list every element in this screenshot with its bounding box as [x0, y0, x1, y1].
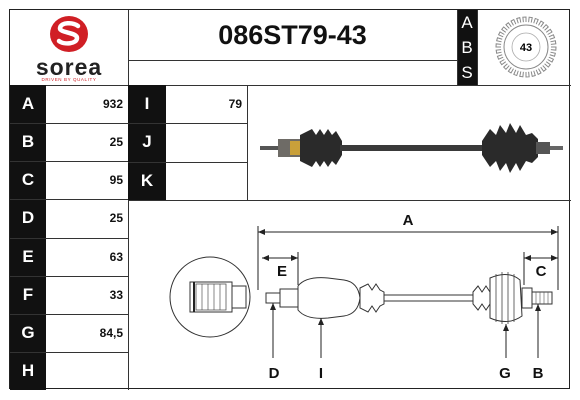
spec-value-f: 33 [109, 287, 123, 302]
abs-indicator: A B S [457, 10, 477, 85]
dimension-diagram: A E C [169, 212, 559, 382]
dim-label-d: D [269, 365, 280, 382]
spec-label-g: G [10, 313, 46, 352]
spec-label-k: K [128, 161, 166, 200]
spec-sheet: sorea DRIVEN BY QUALITY 086ST79-43 A B S… [9, 9, 571, 390]
spec-label-f: F [10, 275, 46, 314]
spec-label-c: C [10, 161, 46, 200]
abs-teeth-count: 43 [520, 42, 532, 54]
spec-value-a: 932 [102, 97, 123, 112]
drive-shaft-photo [260, 123, 563, 173]
spec-label-i: I [128, 85, 166, 124]
spec-label-e: E [10, 237, 46, 276]
dim-label-c: C [536, 263, 547, 280]
spec-label-d: D [10, 199, 46, 238]
dim-label-a: A [403, 212, 414, 229]
spec-value-d: 25 [109, 211, 123, 226]
sorea-emblem-icon [50, 16, 88, 52]
spec-label-h: H [10, 351, 46, 390]
logo-tagline: DRIVEN BY QUALITY [41, 77, 97, 82]
dim-label-g: G [499, 365, 511, 382]
part-number: 086ST79-43 [218, 19, 367, 50]
spec-value-g: 84,5 [99, 325, 123, 340]
abs-ring-icon: 43 [495, 16, 557, 78]
spec-value-c: 95 [109, 173, 123, 188]
logo: sorea DRIVEN BY QUALITY [10, 10, 128, 85]
logo-wordmark: sorea [35, 54, 103, 80]
spec-value-b: 25 [109, 135, 123, 150]
dim-label-i: I [319, 365, 323, 382]
spec-value-h [46, 352, 128, 390]
spec-value-e: 63 [109, 249, 123, 264]
abs-letter-b: B [461, 37, 473, 57]
dim-label-e: E [277, 263, 287, 280]
spec-value-i: 79 [228, 97, 242, 112]
spec-label-j: J [128, 123, 166, 162]
spec-label-b: B [10, 123, 46, 162]
abs-letter-a: A [461, 12, 473, 32]
spec-value-j [166, 123, 247, 161]
spec-value-k [166, 162, 247, 200]
spec-label-a: A [10, 85, 46, 124]
abs-letter-s: S [461, 62, 473, 82]
dim-label-b: B [533, 365, 544, 382]
